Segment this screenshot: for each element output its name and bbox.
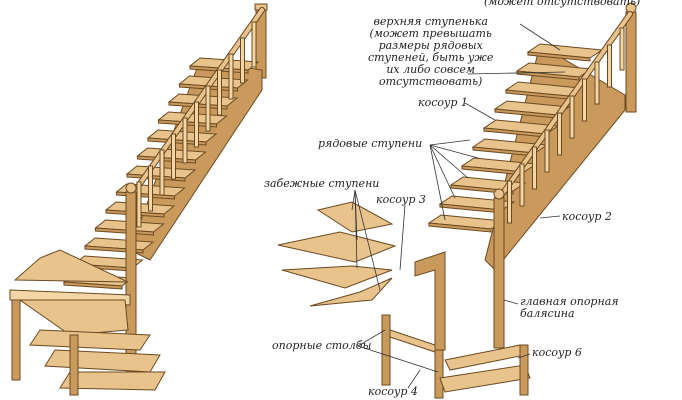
kosour4-beam [389, 329, 436, 353]
label-kosour-4: косоур 4 [368, 385, 418, 398]
label-winder-steps: забежные ступени [264, 177, 380, 190]
left-baluster-2 [240, 37, 245, 84]
right-lower-step-1 [444, 344, 526, 371]
right-step-edge-1 [527, 51, 591, 62]
right-top-post [625, 11, 637, 113]
left-winder-2 [13, 249, 129, 283]
winder-step-4 [309, 277, 393, 307]
right-baluster-5 [569, 95, 575, 139]
label-top-step: верхняя ступенька (может превышать разме… [368, 15, 494, 88]
left-step-edge-13 [63, 281, 123, 290]
left-lower-step-1 [29, 329, 151, 351]
left-staircase [9, 3, 268, 396]
support-post-1 [381, 314, 391, 386]
left-baluster-11 [136, 181, 142, 228]
right-baluster-9 [519, 163, 525, 207]
right-step-edge-10 [428, 222, 492, 233]
main-baluster-cap [493, 188, 505, 200]
support-post-2 [434, 349, 444, 399]
left-baluster-8 [171, 133, 176, 180]
left-baluster-6 [194, 101, 199, 148]
left-baluster-9 [159, 149, 165, 196]
label-ordinary-steps: рядовые ступени [318, 137, 423, 150]
left-baluster-5 [205, 85, 211, 132]
left-baluster-1 [251, 21, 257, 68]
left-baluster-10 [148, 165, 153, 212]
exploded-winder-steps [277, 201, 397, 307]
main-baluster-post [493, 197, 505, 349]
left-step-edge-6 [137, 155, 196, 164]
right-baluster-6 [557, 112, 562, 156]
right-baluster-8 [532, 146, 537, 190]
kosour3-frame [414, 251, 446, 353]
leader-lines [351, 23, 566, 389]
right-baluster-1 [619, 27, 625, 71]
right-lower-step-2 [439, 364, 531, 393]
left-lower-step-2 [44, 349, 161, 373]
label-kosour-1: косоур 1 [418, 96, 468, 109]
left-step-edge-7 [126, 173, 186, 182]
label-kosour-3: косоур 3 [376, 193, 426, 206]
left-landing [18, 299, 129, 336]
left-baluster-4 [217, 69, 222, 116]
right-stringer [484, 44, 626, 271]
right-staircase [381, 2, 637, 399]
left-newel-cap [125, 182, 137, 194]
right-baluster-7 [544, 129, 550, 173]
right-baluster-2 [607, 44, 612, 88]
label-kosour-6: косоур 6 [532, 346, 582, 359]
winder-step-3 [281, 265, 393, 289]
left-lower-step-3 [59, 371, 166, 391]
left-baluster-3 [228, 53, 234, 100]
right-baluster-3 [594, 61, 600, 105]
right-baluster-10 [507, 180, 512, 224]
label-kosour-2: косоур 2 [562, 210, 612, 223]
left-leg-2 [69, 334, 79, 396]
left-baluster-7 [182, 117, 188, 164]
winder-step-1 [316, 201, 394, 233]
label-support-posts: опорные столбы [272, 339, 372, 352]
winder-step-2 [277, 231, 397, 263]
left-leg-1 [11, 299, 21, 381]
right-lower-post [519, 344, 529, 396]
left-balusters [136, 21, 257, 228]
label-top-missing: (может отсутствовать) [484, 0, 641, 8]
right-balusters [507, 27, 625, 224]
label-main-baluster: главная опорная балясина [520, 295, 619, 320]
right-baluster-4 [582, 78, 587, 122]
